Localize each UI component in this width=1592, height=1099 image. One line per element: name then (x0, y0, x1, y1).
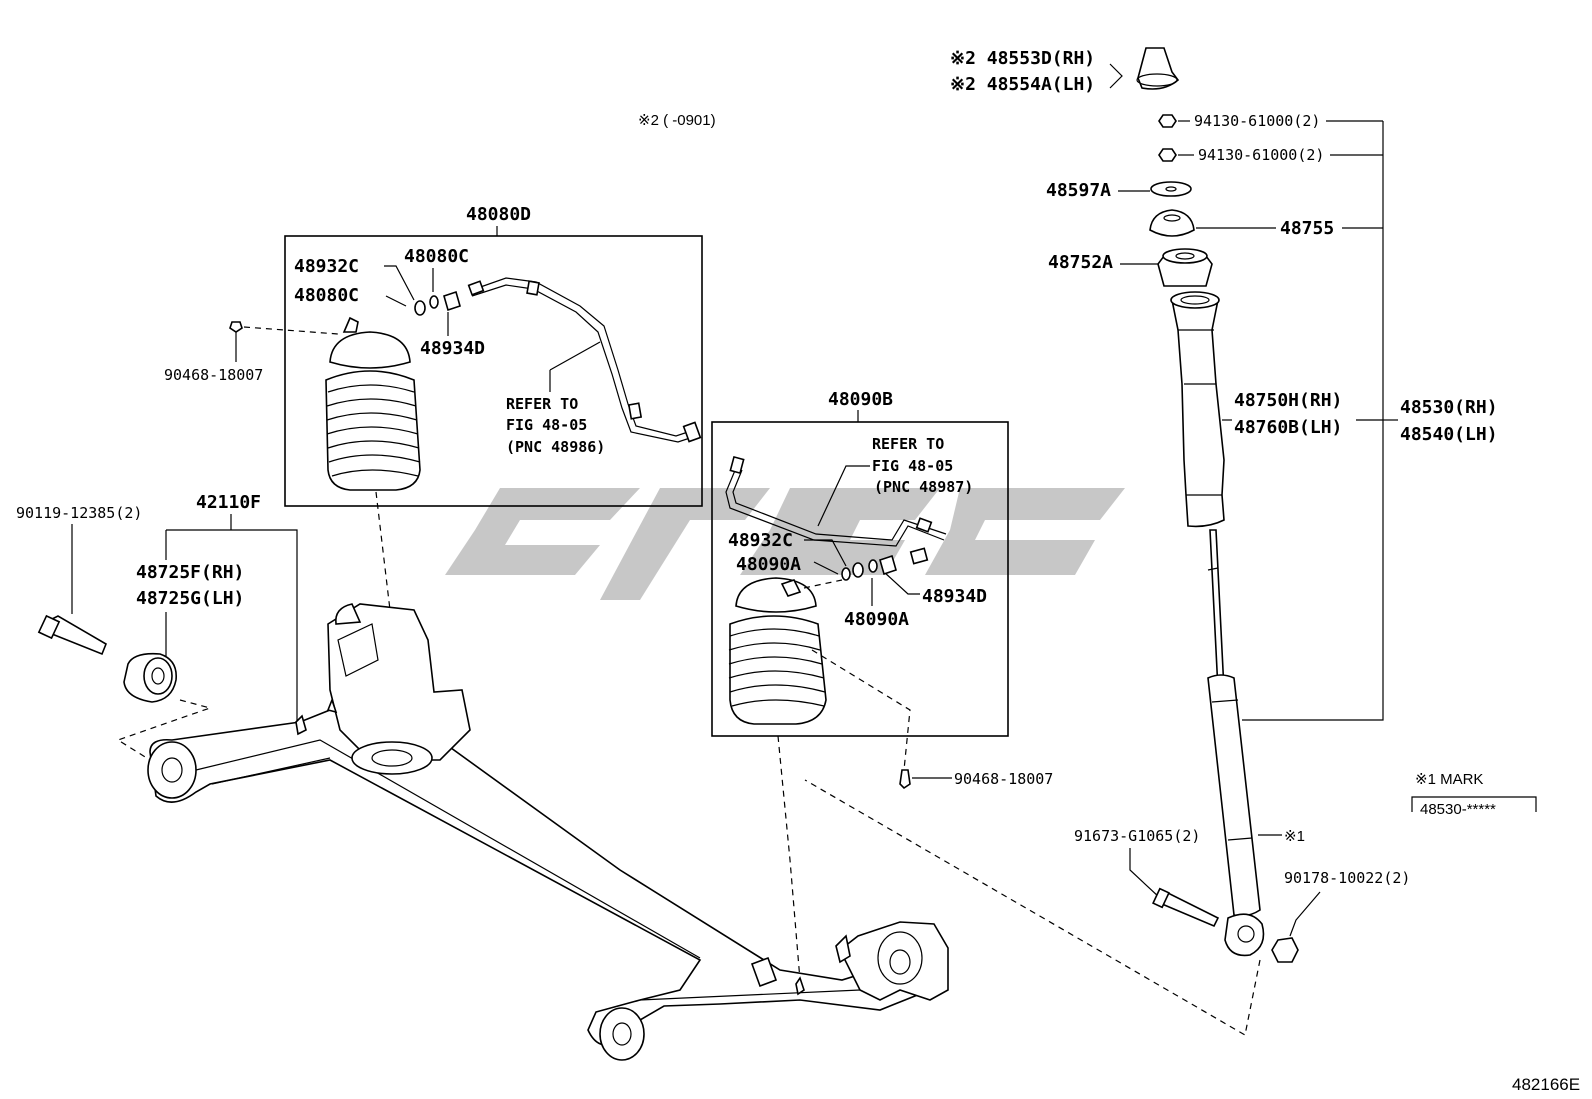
label-absorber-rh: 48530(RH) (1400, 397, 1498, 418)
ref-right-1: REFER TO (872, 435, 944, 453)
label-bolt-axle: 90119-12385(2) (16, 504, 142, 522)
nut-icon (1158, 148, 1177, 162)
label-lower-bolt: 91673-G1065(2) (1074, 827, 1200, 845)
label-lower-nut: 90178-10022(2) (1284, 869, 1410, 887)
label-bump-stopper-rh: ※2 48553D(RH) (950, 48, 1095, 69)
clip-icon (229, 321, 243, 333)
ref-left-1: REFER TO (506, 395, 578, 413)
left-assy-box (284, 235, 703, 507)
date-range-note: ※2 ( -0901) (638, 112, 716, 129)
label-beam: 42110F (196, 492, 261, 513)
clip-icon (899, 769, 911, 790)
piston-rod-icon (1209, 529, 1225, 691)
label-nut-a: 94130-61000(2) (1194, 112, 1320, 130)
mark-value: 48530-***** (1420, 801, 1496, 818)
ref-left-3: (PNC 48986) (506, 438, 605, 456)
ref-left-2: FIG 48-05 (506, 416, 587, 434)
mark-title: ※1 MARK (1415, 771, 1483, 788)
label-assy-right: 48090B (828, 389, 893, 410)
air-spring-top-icon (329, 331, 411, 369)
label-right-clip: 90468-18007 (954, 770, 1053, 788)
shock-absorber-group: ※2 48553D(RH) ※2 48554A(LH) 94130-61000(… (804, 47, 1537, 1036)
label-right-ring-b: 48090A (736, 554, 801, 575)
label-left-ring-b: 48080C (294, 285, 359, 306)
air-pipe-line (471, 277, 695, 437)
label-assy-left: 48080D (466, 204, 531, 225)
axle-beam-group: 90119-12385(2) 42110F 48725F(RH) 48725G(… (16, 492, 949, 1061)
air-spring-bellows-icon (729, 615, 827, 725)
right-air-spring-assy: 48090B REFER TO FIG 48-05 (PNC 48987) 48… (711, 389, 1053, 981)
bump-stopper-cap-icon (1137, 47, 1180, 90)
ref-right-3: (PNC 48987) (874, 478, 973, 496)
support-icon (1149, 209, 1195, 237)
watermark-logo (445, 488, 1125, 600)
right-assy-box (711, 421, 1009, 737)
axle-beam-icon (149, 709, 931, 1046)
label-absorber-lh: 48540(LH) (1400, 424, 1498, 445)
label-nut-b: 94130-61000(2) (1198, 146, 1324, 164)
left-air-spring-assy: 48080D 48932C 48080C 48080C 48934D REFER… (164, 204, 703, 721)
beam-eye-left-icon (147, 741, 197, 799)
lower-eye-icon (1224, 913, 1265, 957)
label-insulator: 48752A (1048, 252, 1113, 273)
label-left-ring-a: 48932C (294, 256, 359, 277)
o-ring-icon (852, 562, 864, 578)
spring-seat-left-icon (327, 603, 471, 761)
shock-absorber-body-icon (1207, 674, 1261, 917)
o-ring-icon (429, 295, 439, 309)
ref-right-2: FIG 48-05 (872, 457, 953, 475)
nut-icon (1158, 114, 1177, 128)
figure-id: 482166E (1512, 1075, 1580, 1094)
label-right-fitting: 48934D (922, 586, 987, 607)
label-left-clip: 90468-18007 (164, 366, 263, 384)
label-bump-stopper-lh: ※2 48554A(LH) (950, 74, 1095, 95)
label-bushing-rh: 48725F(RH) (136, 562, 244, 583)
label-bellows-rh: 48750H(RH) (1234, 390, 1342, 411)
label-right-ring-a: 48932C (728, 530, 793, 551)
label-right-ring-c: 48090A (844, 609, 909, 630)
spring-seat-right-icon (838, 921, 949, 1001)
fitting-icon (443, 290, 461, 312)
label-bushing-lh: 48725G(LH) (136, 588, 244, 609)
o-ring-icon (414, 300, 426, 316)
lower-nut-icon (1271, 937, 1299, 963)
fitting-icon (879, 554, 897, 576)
label-left-ring-c: 48080C (404, 246, 469, 267)
o-ring-icon (841, 567, 851, 581)
label-left-fitting: 48934D (420, 338, 485, 359)
beam-eye-right-icon (599, 1007, 645, 1061)
washer-icon (1150, 181, 1192, 197)
air-spring-top-icon (735, 577, 817, 613)
label-support: 48755 (1280, 218, 1334, 239)
label-washer: 48597A (1046, 180, 1111, 201)
label-bellows-lh: 48760B(LH) (1234, 417, 1342, 438)
label-mark-note: ※1 (1284, 828, 1305, 845)
o-ring-icon (868, 559, 878, 573)
